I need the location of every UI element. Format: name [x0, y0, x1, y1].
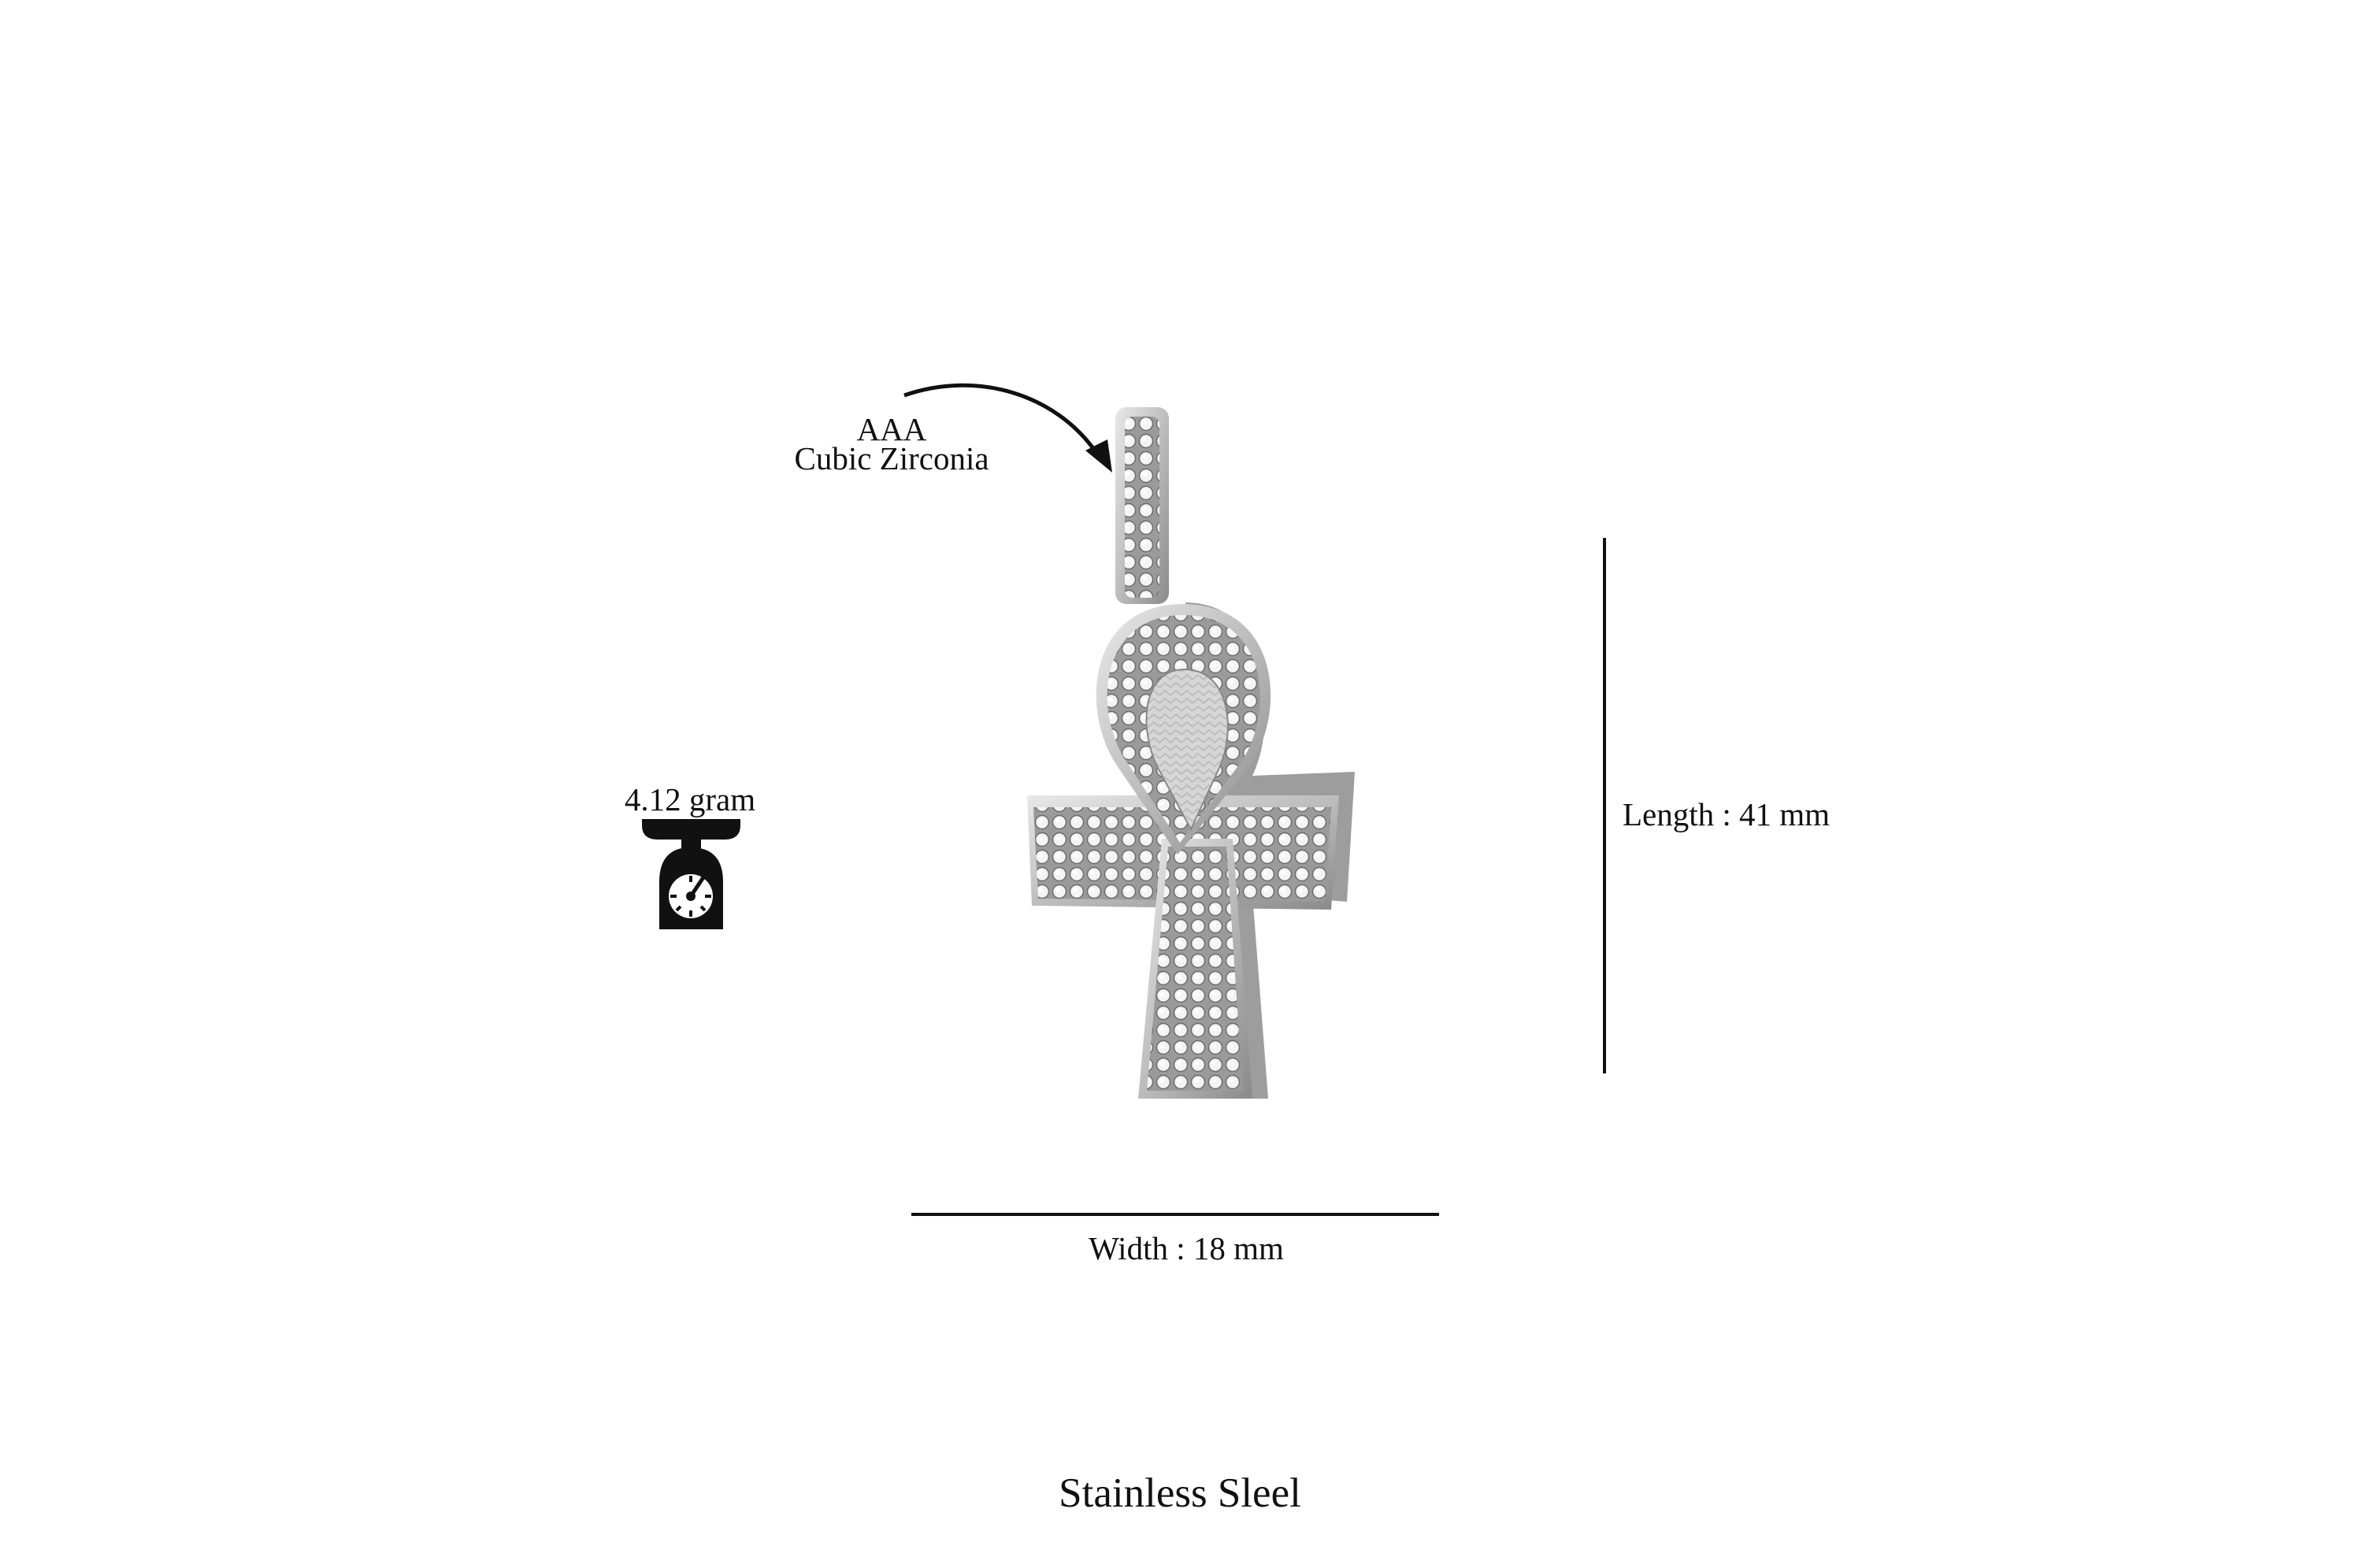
weight-label: 4.12 gram: [624, 781, 756, 817]
arrow-icon: [903, 383, 1112, 473]
annotation-stone: Cubic Zirconia: [794, 440, 989, 476]
material-label: Stainless Sleel: [1059, 1470, 1301, 1516]
width-dimension-line: [911, 1213, 1439, 1216]
weighing-scale-icon: [642, 819, 740, 929]
width-label: Width : 18 mm: [1089, 1230, 1284, 1266]
annotation-grade: AAA: [856, 411, 927, 447]
ankh-pendant-image: [1027, 407, 1355, 1099]
length-dimension-line: [1603, 538, 1606, 1073]
length-label: Length : 41 mm: [1623, 796, 1831, 832]
